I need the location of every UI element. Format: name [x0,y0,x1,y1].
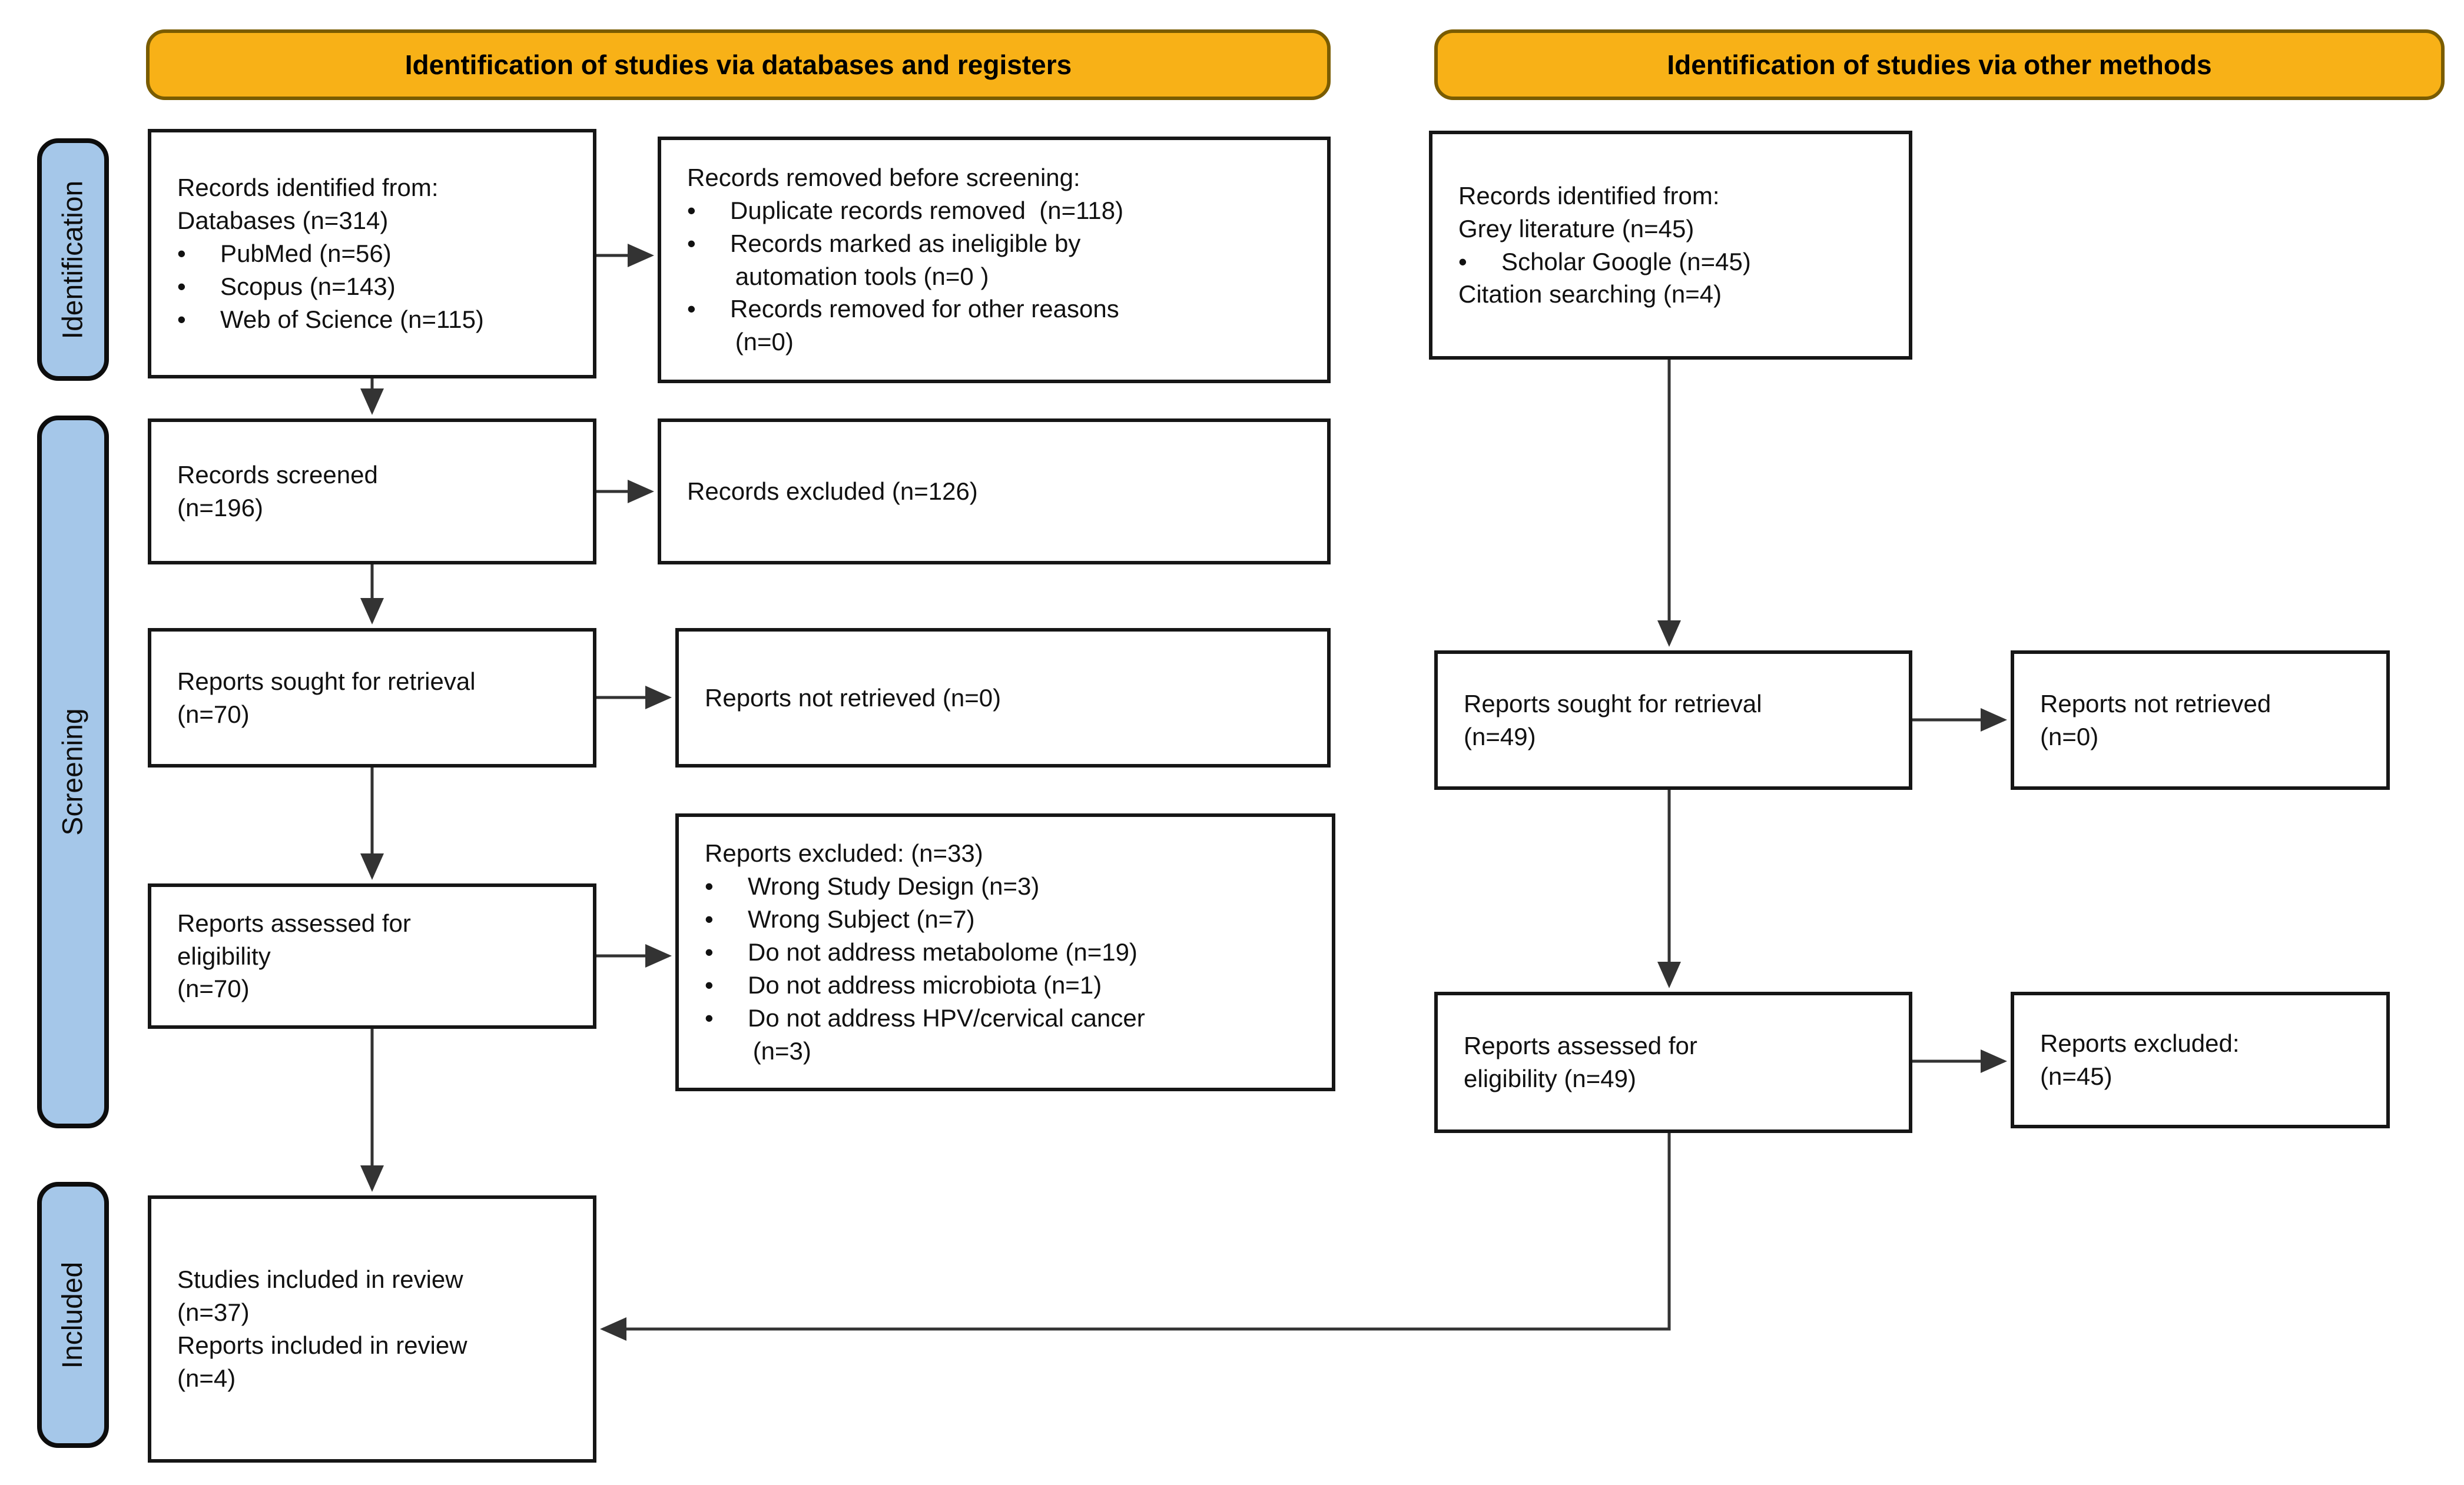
box-records-identified-other-text: Records identified from: Grey literature… [1458,181,1751,308]
box-other-reports-assessed: Reports assessed for eligibility (n=49) [1434,992,1912,1133]
box-other-reports-sought-text: Reports sought for retrieval (n=49) [1464,689,1762,750]
box-records-identified-databases-text: Records identified from: Databases (n=31… [177,174,484,333]
stage-screening-label: Screening [57,708,89,836]
stage-included-label: Included [57,1261,89,1368]
box-other-reports-assessed-text: Reports assessed for eligibility (n=49) [1464,1032,1697,1092]
stage-identification-label: Identification [57,180,89,339]
box-records-identified-other: Records identified from: Grey literature… [1429,131,1912,360]
box-reports-sought-retrieval: Reports sought for retrieval (n=70) [148,628,596,768]
box-other-reports-sought: Reports sought for retrieval (n=49) [1434,650,1912,790]
box-reports-assessed-eligibility: Reports assessed for eligibility (n=70) [148,883,596,1029]
box-other-reports-excluded-text: Reports excluded: (n=45) [2040,1029,2240,1090]
box-records-excluded-text: Records excluded (n=126) [687,477,978,506]
box-reports-excluded-reasons: Reports excluded: (n=33) • Wrong Study D… [675,813,1335,1091]
box-records-removed-before-screening-text: Records removed before screening: • Dupl… [687,163,1124,356]
box-studies-included-text: Studies included in review (n=37) Report… [177,1265,467,1392]
stage-included: Included [37,1182,109,1448]
box-reports-not-retrieved: Reports not retrieved (n=0) [675,628,1331,768]
box-reports-assessed-eligibility-text: Reports assessed for eligibility (n=70) [177,909,411,1003]
box-other-reports-not-retrieved-text: Reports not retrieved (n=0) [2040,689,2271,750]
stage-screening: Screening [37,416,109,1128]
box-reports-excluded-reasons-text: Reports excluded: (n=33) • Wrong Study D… [705,839,1145,1065]
box-reports-not-retrieved-text: Reports not retrieved (n=0) [705,683,1001,712]
box-other-reports-excluded: Reports excluded: (n=45) [2011,992,2390,1128]
box-records-identified-databases: Records identified from: Databases (n=31… [148,129,596,378]
box-records-screened-text: Records screened (n=196) [177,461,378,521]
header-databases-registers: Identification of studies via databases … [146,29,1331,100]
box-other-reports-not-retrieved: Reports not retrieved (n=0) [2011,650,2390,790]
box-records-excluded: Records excluded (n=126) [658,418,1331,564]
box-studies-included: Studies included in review (n=37) Report… [148,1195,596,1463]
box-records-removed-before-screening: Records removed before screening: • Dupl… [658,137,1331,383]
header-other-methods: Identification of studies via other meth… [1434,29,2445,100]
stage-identification: Identification [37,138,109,381]
box-reports-sought-retrieval-text: Reports sought for retrieval (n=70) [177,667,476,728]
box-records-screened: Records screened (n=196) [148,418,596,564]
